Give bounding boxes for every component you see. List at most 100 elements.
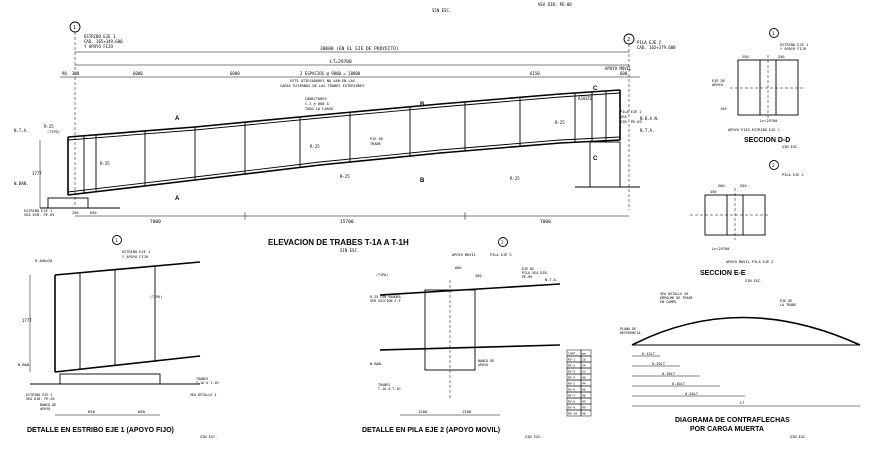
camber-station-6: LT [740,401,745,405]
camber-table-text: RV-5 [568,382,575,386]
nta-left: N.T.A. [14,128,28,133]
rib-label-2: R-25 [100,161,110,166]
section-marker-b-bottom: B [420,178,425,184]
axis-2-number: 2 [627,37,630,43]
girder-top-flange-inner [67,92,621,141]
rib-label-5: R-25 [510,176,520,181]
pila-label-2: VEA [620,115,627,119]
section-dd-dim-2: 250 [778,55,785,59]
detail-pila-eje-2: PILA VEA DIB. [522,271,549,275]
camber-vea-2: EMPALME DE TRABE [660,296,693,300]
detail-pila-r25: R-25 CON RANURA [370,295,401,299]
conectores-1: CONECTORES [305,97,327,101]
height-dim-text: 1777 [32,171,42,176]
detail-estribo-height: 1777 [22,318,32,323]
eje-trabe-2: TRABE [370,142,381,146]
detail-estribo-trabes-1: TRABES [196,377,208,381]
girder-bottom-flange [67,139,621,196]
section-dd-dim-3: 150 [720,107,727,111]
camber-table-text: 49 [582,400,586,404]
section-dd-ln: Ln=29700 [760,119,777,123]
camber-table-text: 46 [582,388,586,392]
camber-table-text: RV-3 [568,370,575,374]
nban-right: N.B.A.N. [640,116,659,121]
section-dd-circle [769,28,779,38]
detail-estribo-callout-1: ESTRIBO EJE 1 [122,250,150,254]
detail-pila-scale: SIN ESC. [525,435,542,439]
spacing-note-2: ESTE ATIESADORES NO VAN EN LAS [290,79,355,83]
camber-table-text: RV-6 [568,388,575,392]
detail-pila-eje-3: PE-09 [522,275,532,279]
camber-table-text: RV-8 [568,400,575,404]
left-dim-3: 6000 [133,71,143,76]
section-ee-callout: PILA EJE 2 [782,173,804,177]
rib-label-4: R-25 [340,174,350,179]
camber-table-text: 40 [582,376,586,380]
left-dim-4: 6000 [230,71,240,76]
camber-curve [631,316,861,346]
camber-title-1: DIAGRAMA DE CONTRAFLECHAS [675,417,790,424]
section-marker-c-bottom: C [593,156,598,162]
lt-dim-text: LT=29700 [330,59,352,65]
camber-table-text: 49 [582,406,586,410]
camber-table-text: 24 [582,364,586,368]
section-ee-dim-2: 250 [740,184,747,188]
detail-estribo: 1 ESTRIBO EJE 1 Y APOYO FIJO R-400x20 17… [18,235,218,439]
top-scale-note: SIN ESC. [432,8,451,13]
camber-table-text: 10 [582,358,586,362]
detail-estribo-dim-1: 650 [88,409,96,414]
nta-right: N.T.A. [640,128,654,133]
detail-pila: 2 APOYO MOVIL PILA EJE 2 600 300 N.T.A. … [362,237,561,439]
section-dd-dim-1: 250 [742,55,749,59]
camber-station-1: 0.15LT [642,352,656,356]
bottom-dim-3: 7000 [540,219,551,225]
elevation-title: ELEVACION DE TRABES T-1A A T-1H [268,238,409,247]
detail-pila-nban: N.BAN. [370,362,383,366]
detail-pila-circle-num: 2 [501,240,504,246]
section-dd-callout-1: ESTRIBO EJE 1 [780,43,808,47]
section-dd-circle-num: 1 [772,31,775,37]
detail-pila-dim-bottom-1: 1200 [418,409,428,414]
stiffeners [83,91,607,194]
sub-dim-2: 650 [90,211,97,215]
camber-table-text: 48 [582,394,586,398]
camber-table-text: RV-4 [568,376,575,380]
detail-estribo-callout-2: Y APOYO FIJO [122,255,148,259]
axis-1-number: 1 [73,25,76,31]
section-dd-callout-4: APOYO [712,83,723,87]
detail-pila-callout-2: PILA EJE 2 [490,253,512,257]
detail-pila-trabes-2: T-1A A T-1H [378,387,400,391]
detail-pila-ver: VER SECCION F-F [370,299,401,303]
left-dim-2: 300 [72,71,80,76]
right-dim-2: 600 [620,71,628,76]
camber-station-5: 0.50LT [685,392,699,396]
rib-label-3: R-25 [310,144,320,149]
eje1-apoyo: Y APOYO FIJO [84,44,113,49]
camber-table-text: RV-7 [568,394,575,398]
detail-pila-callout-1: APOYO MOVIL [452,253,476,257]
section-marker-b-top: B [420,102,425,108]
elevation-view: SIN ESC. VEA DIB. PE-08 1 ESTRIBO EJE 1 … [14,2,676,253]
section-ee: 2 PILA EJE 2 260 250 450 Ln=29700 APOYO … [690,160,804,283]
detail-estribo-circle-num: 1 [115,238,118,244]
eje-trabe-1: EJE DE [370,137,383,141]
camber-eje-2: LA TRABE [780,303,796,307]
section-ee-circle-num: 2 [772,163,775,169]
detail-estribo-tipo: (TIPO) [150,295,162,299]
section-marker-a-top: A [175,116,180,122]
girder-top-flange [67,89,621,138]
camber-vea-3: EN CAMPO [660,300,676,304]
eje2-cad: CAD. 165+379.600 [637,45,676,50]
pier-cap [589,141,621,188]
detail-estribo-bearing [59,373,161,385]
detail-pila-circle [498,237,508,247]
detail-pila-nta: N.T.A. [545,278,558,282]
section-ee-title: SECCION E-E [700,270,746,277]
nban-left: N.BAN. [14,181,28,186]
section-dd: 1 ESTRIBO EJE 1 Y APOYO FIJO EJE DE APOY… [712,28,808,149]
section-ee-sub: APOYO MOVIL PILA EJE 2 [726,260,774,264]
detail-pila-apoyo: APOYO [478,363,488,367]
detail-estribo-note-1: ESTRIBO EJE 1 [26,393,53,397]
overall-dim-text: 30000 (EN EL EJE DE PROYECTO) [320,46,399,52]
detail-pila-dim-top-2: 300 [475,274,482,278]
